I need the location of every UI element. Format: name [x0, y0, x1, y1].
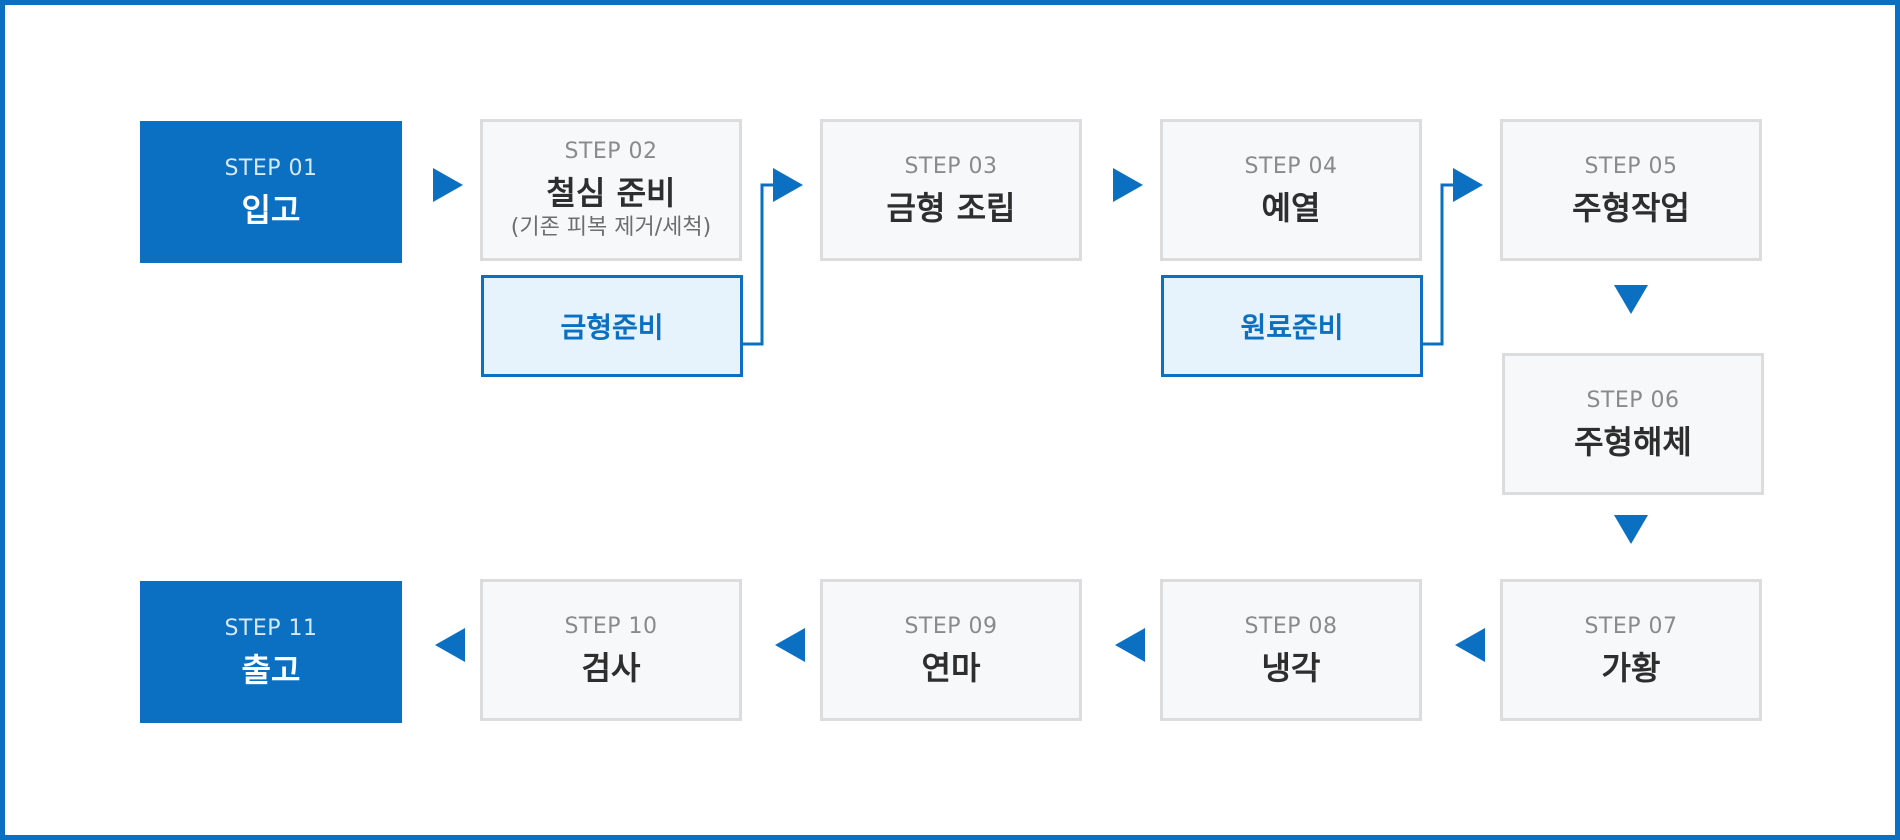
arrow-down-icon — [1614, 515, 1648, 544]
arrow-right-icon — [1113, 168, 1143, 202]
arrow-left-icon — [435, 628, 465, 662]
arrow-left-icon — [1455, 628, 1485, 662]
step-05-box: STEP 05 주형작업 — [1500, 119, 1762, 261]
step-07-title: 가황 — [1601, 649, 1661, 687]
prep-material-connector — [1423, 183, 1455, 346]
step-04-number: STEP 04 — [1244, 154, 1338, 179]
step-05-title: 주형작업 — [1572, 189, 1690, 227]
step-10-box: STEP 10 검사 — [480, 579, 742, 721]
step-11-box: STEP 11 출고 — [140, 581, 402, 723]
step-03-box: STEP 03 금형 조립 — [820, 119, 1082, 261]
prep-material-box: 원료준비 — [1161, 275, 1423, 377]
step-08-number: STEP 08 — [1244, 614, 1338, 639]
step-06-title: 주형해체 — [1574, 423, 1692, 461]
step-09-title: 연마 — [921, 649, 981, 687]
step-09-box: STEP 09 연마 — [820, 579, 1082, 721]
step-07-number: STEP 07 — [1584, 614, 1678, 639]
step-09-number: STEP 09 — [904, 614, 998, 639]
step-01-box: STEP 01 입고 — [140, 121, 402, 263]
prep-mold-box: 금형준비 — [481, 275, 743, 377]
step-10-title: 검사 — [581, 649, 641, 687]
step-06-number: STEP 06 — [1586, 388, 1680, 413]
arrow-right-icon — [773, 168, 803, 202]
arrow-right-icon — [433, 168, 463, 202]
arrow-down-icon — [1614, 285, 1648, 314]
step-08-title: 냉각 — [1261, 649, 1321, 687]
step-06-box: STEP 06 주형해체 — [1502, 353, 1764, 495]
step-03-number: STEP 03 — [904, 154, 998, 179]
arrow-left-icon — [775, 628, 805, 662]
arrow-left-icon — [1115, 628, 1145, 662]
step-03-title: 금형 조립 — [886, 189, 1016, 227]
step-08-box: STEP 08 냉각 — [1160, 579, 1422, 721]
arrow-right-icon — [1453, 168, 1483, 202]
prep-mold-connector — [743, 183, 775, 346]
step-01-number: STEP 01 — [224, 156, 318, 181]
step-04-box: STEP 04 예열 — [1160, 119, 1422, 261]
step-02-box: STEP 02 철심 준비 (기존 피복 제거/세척) — [480, 119, 742, 261]
step-02-number: STEP 02 — [564, 139, 658, 164]
step-11-title: 출고 — [241, 651, 301, 689]
step-05-number: STEP 05 — [1584, 154, 1678, 179]
step-04-title: 예열 — [1261, 189, 1321, 227]
step-02-title: 철심 준비 — [546, 174, 676, 212]
step-11-number: STEP 11 — [224, 616, 318, 641]
step-02-subtitle: (기존 피복 제거/세척) — [510, 215, 712, 240]
step-10-number: STEP 10 — [564, 614, 658, 639]
step-07-box: STEP 07 가황 — [1500, 579, 1762, 721]
step-01-title: 입고 — [241, 191, 301, 229]
